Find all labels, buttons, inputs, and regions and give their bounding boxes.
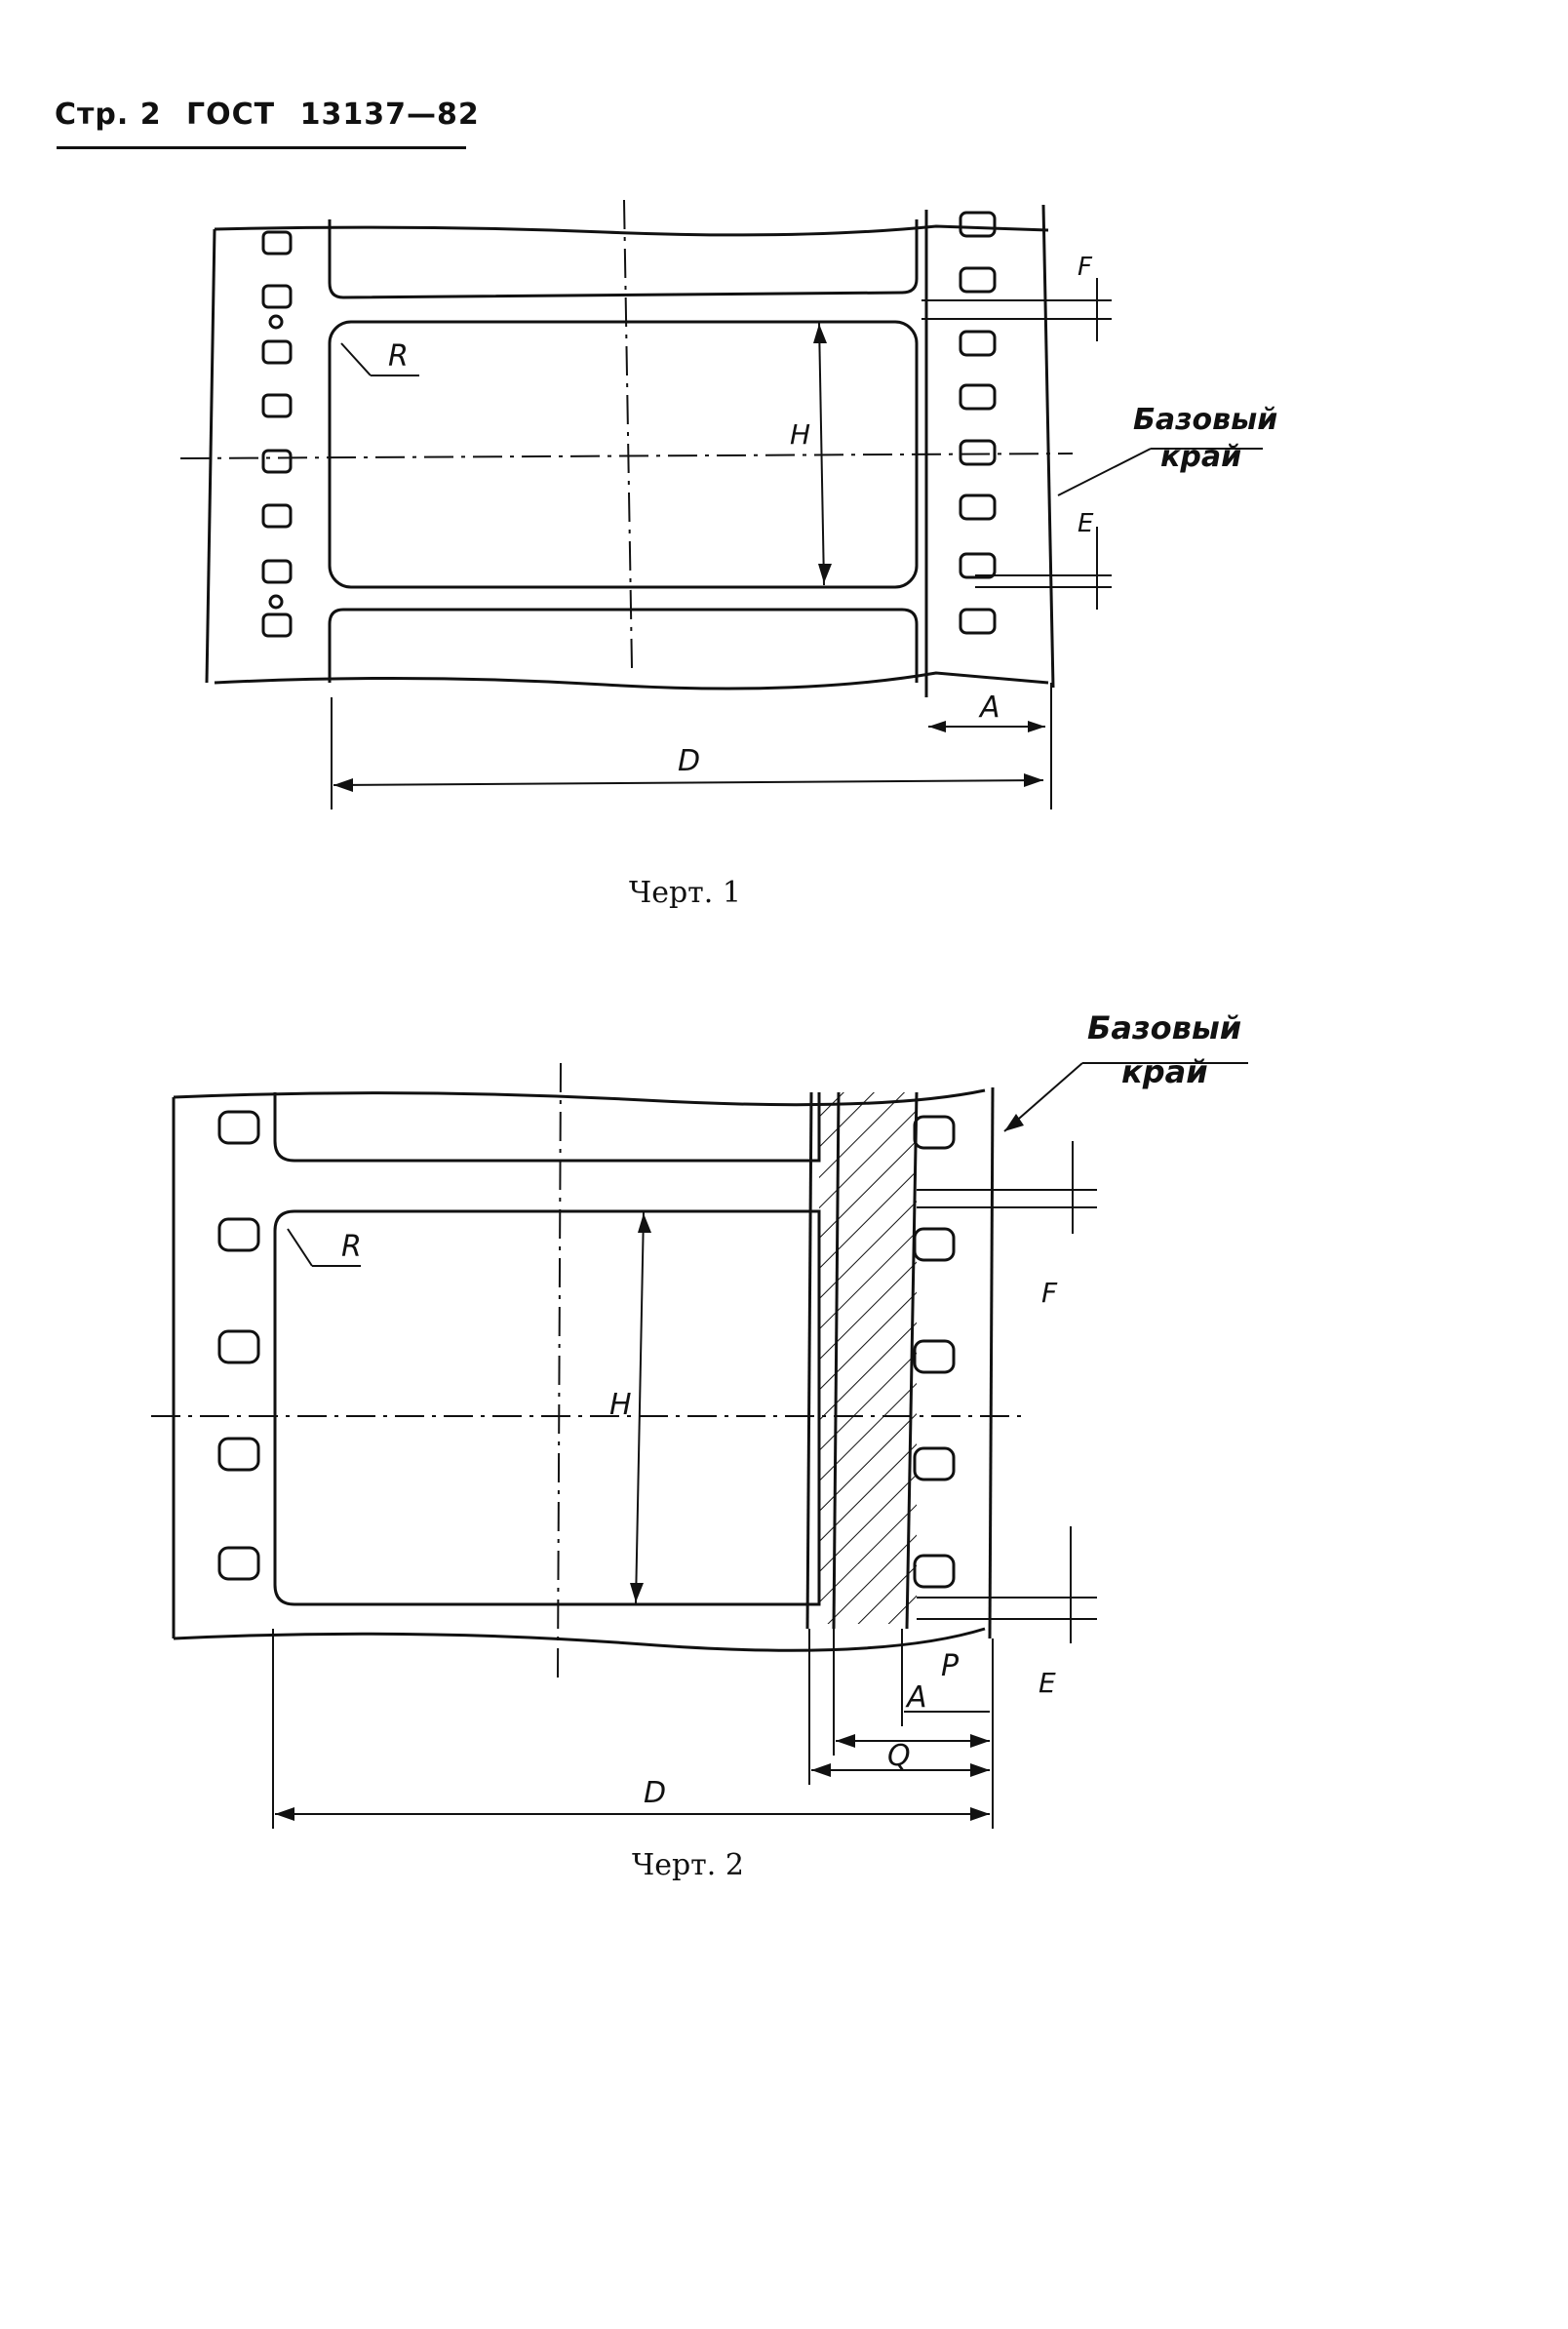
fig2-label-P: P	[941, 1649, 960, 1683]
fig1-base-edge-line1: Базовый	[1133, 403, 1277, 437]
standard-label: ГОСТ	[186, 98, 276, 132]
fig2-label-E: E	[1039, 1667, 1056, 1699]
fig2-label-Q: Q	[887, 1739, 911, 1773]
fig1-base-edge-line2: край	[1160, 440, 1241, 474]
page-label: Стр. 2	[55, 98, 162, 132]
left-perforations	[261, 230, 293, 638]
page-header: Стр. 2 ГОСТ 13137—82	[55, 98, 493, 132]
header-rule	[57, 146, 466, 149]
fig1-label-F: F	[1078, 253, 1093, 282]
fig2-base-edge-line2: край	[1121, 1053, 1208, 1090]
fig1-label-D: D	[678, 744, 700, 778]
figure-2-drawing: R H F E P A Q D Базовый край	[151, 1009, 1248, 1829]
standard-number: 13137—82	[299, 98, 480, 132]
right-perforations	[959, 211, 997, 635]
fig2-base-edge-line1: Базовый	[1087, 1009, 1241, 1046]
figure-1-drawing: R H F E A D Базовый край	[179, 199, 1277, 809]
fig1-label-R: R	[388, 339, 409, 374]
fig2-label-H: H	[609, 1388, 632, 1422]
figure-2-caption: Черт. 2	[632, 1848, 744, 1882]
figure-1-caption: Черт. 1	[629, 876, 741, 910]
fig2-label-F: F	[1041, 1277, 1058, 1309]
fig1-label-A: A	[978, 691, 1000, 725]
fig1-label-E: E	[1078, 509, 1094, 538]
fig2-label-A: A	[905, 1680, 927, 1715]
fig2-label-R: R	[341, 1230, 362, 1264]
fig2-label-D: D	[644, 1776, 666, 1810]
fig1-label-H: H	[790, 418, 810, 451]
